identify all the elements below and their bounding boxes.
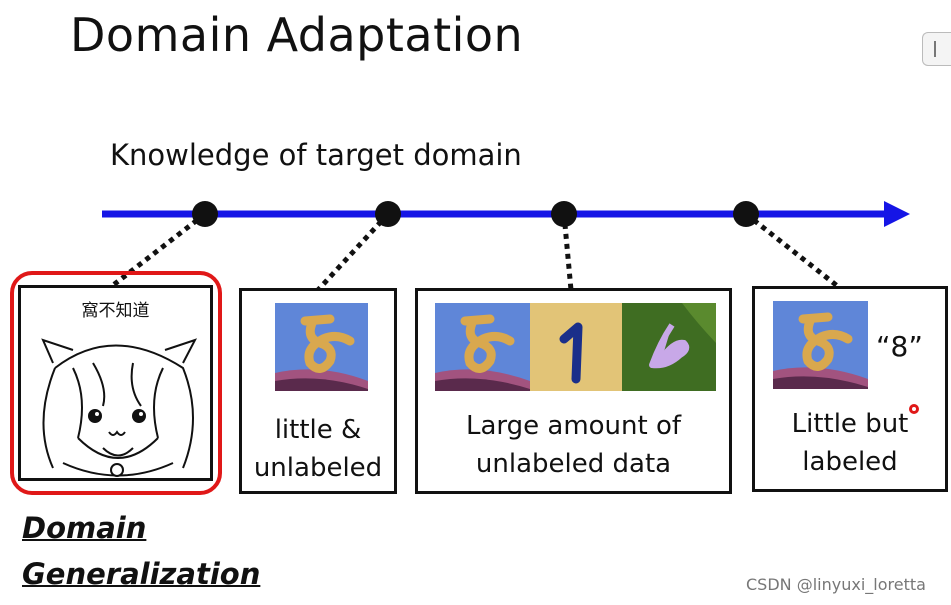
box-caption-line-1: Little but	[791, 409, 909, 439]
page-title: Domain Adaptation	[70, 8, 524, 62]
box-caption-line-1: Large amount of	[465, 411, 682, 441]
side-tab-icon	[934, 41, 936, 57]
cartoon-cat-girl-image	[41, 338, 198, 477]
box-caption-line-2: unlabeled	[253, 453, 383, 483]
axis-label: Knowledge of target domain	[110, 138, 522, 172]
box-caption-line-2: labeled	[802, 447, 898, 477]
label-quote: “8”	[876, 330, 923, 363]
box-caption-line-1: little &	[274, 415, 362, 445]
timeline-dot-4	[733, 201, 759, 227]
connector-2	[316, 212, 390, 292]
box-caption-line-2: unlabeled data	[475, 449, 672, 479]
connector-4	[744, 212, 847, 294]
side-panel-toggle[interactable]	[922, 32, 951, 66]
cursor-dot-icon	[909, 404, 919, 414]
digit-thumbnail	[622, 303, 716, 391]
box-large-unlabeled: Large amount of unlabeled data	[415, 288, 732, 494]
highlight-label-line-2: Generalization	[22, 557, 261, 591]
timeline-arrowhead	[884, 201, 910, 227]
digit-thumbnail	[530, 303, 622, 391]
box-little-labeled: Little but labeled	[752, 286, 948, 492]
highlight-label: Domain Generalization	[22, 505, 260, 597]
highlight-ring	[10, 271, 222, 495]
box-little-unlabeled: little & unlabeled	[239, 288, 397, 494]
box-caption: 窩不知道	[81, 301, 150, 321]
box-domain-generalization: 窩不知道	[18, 285, 213, 481]
watermark: CSDN @linyuxi_loretta	[746, 575, 926, 594]
digit-thumbnail	[435, 303, 530, 391]
digit-thumbnail	[275, 303, 368, 391]
highlight-label-line-1: Domain	[22, 511, 147, 545]
timeline-dot-3	[551, 201, 577, 227]
timeline-dot-1	[192, 201, 218, 227]
digit-thumbnail	[773, 301, 868, 389]
timeline-dot-2	[375, 201, 401, 227]
